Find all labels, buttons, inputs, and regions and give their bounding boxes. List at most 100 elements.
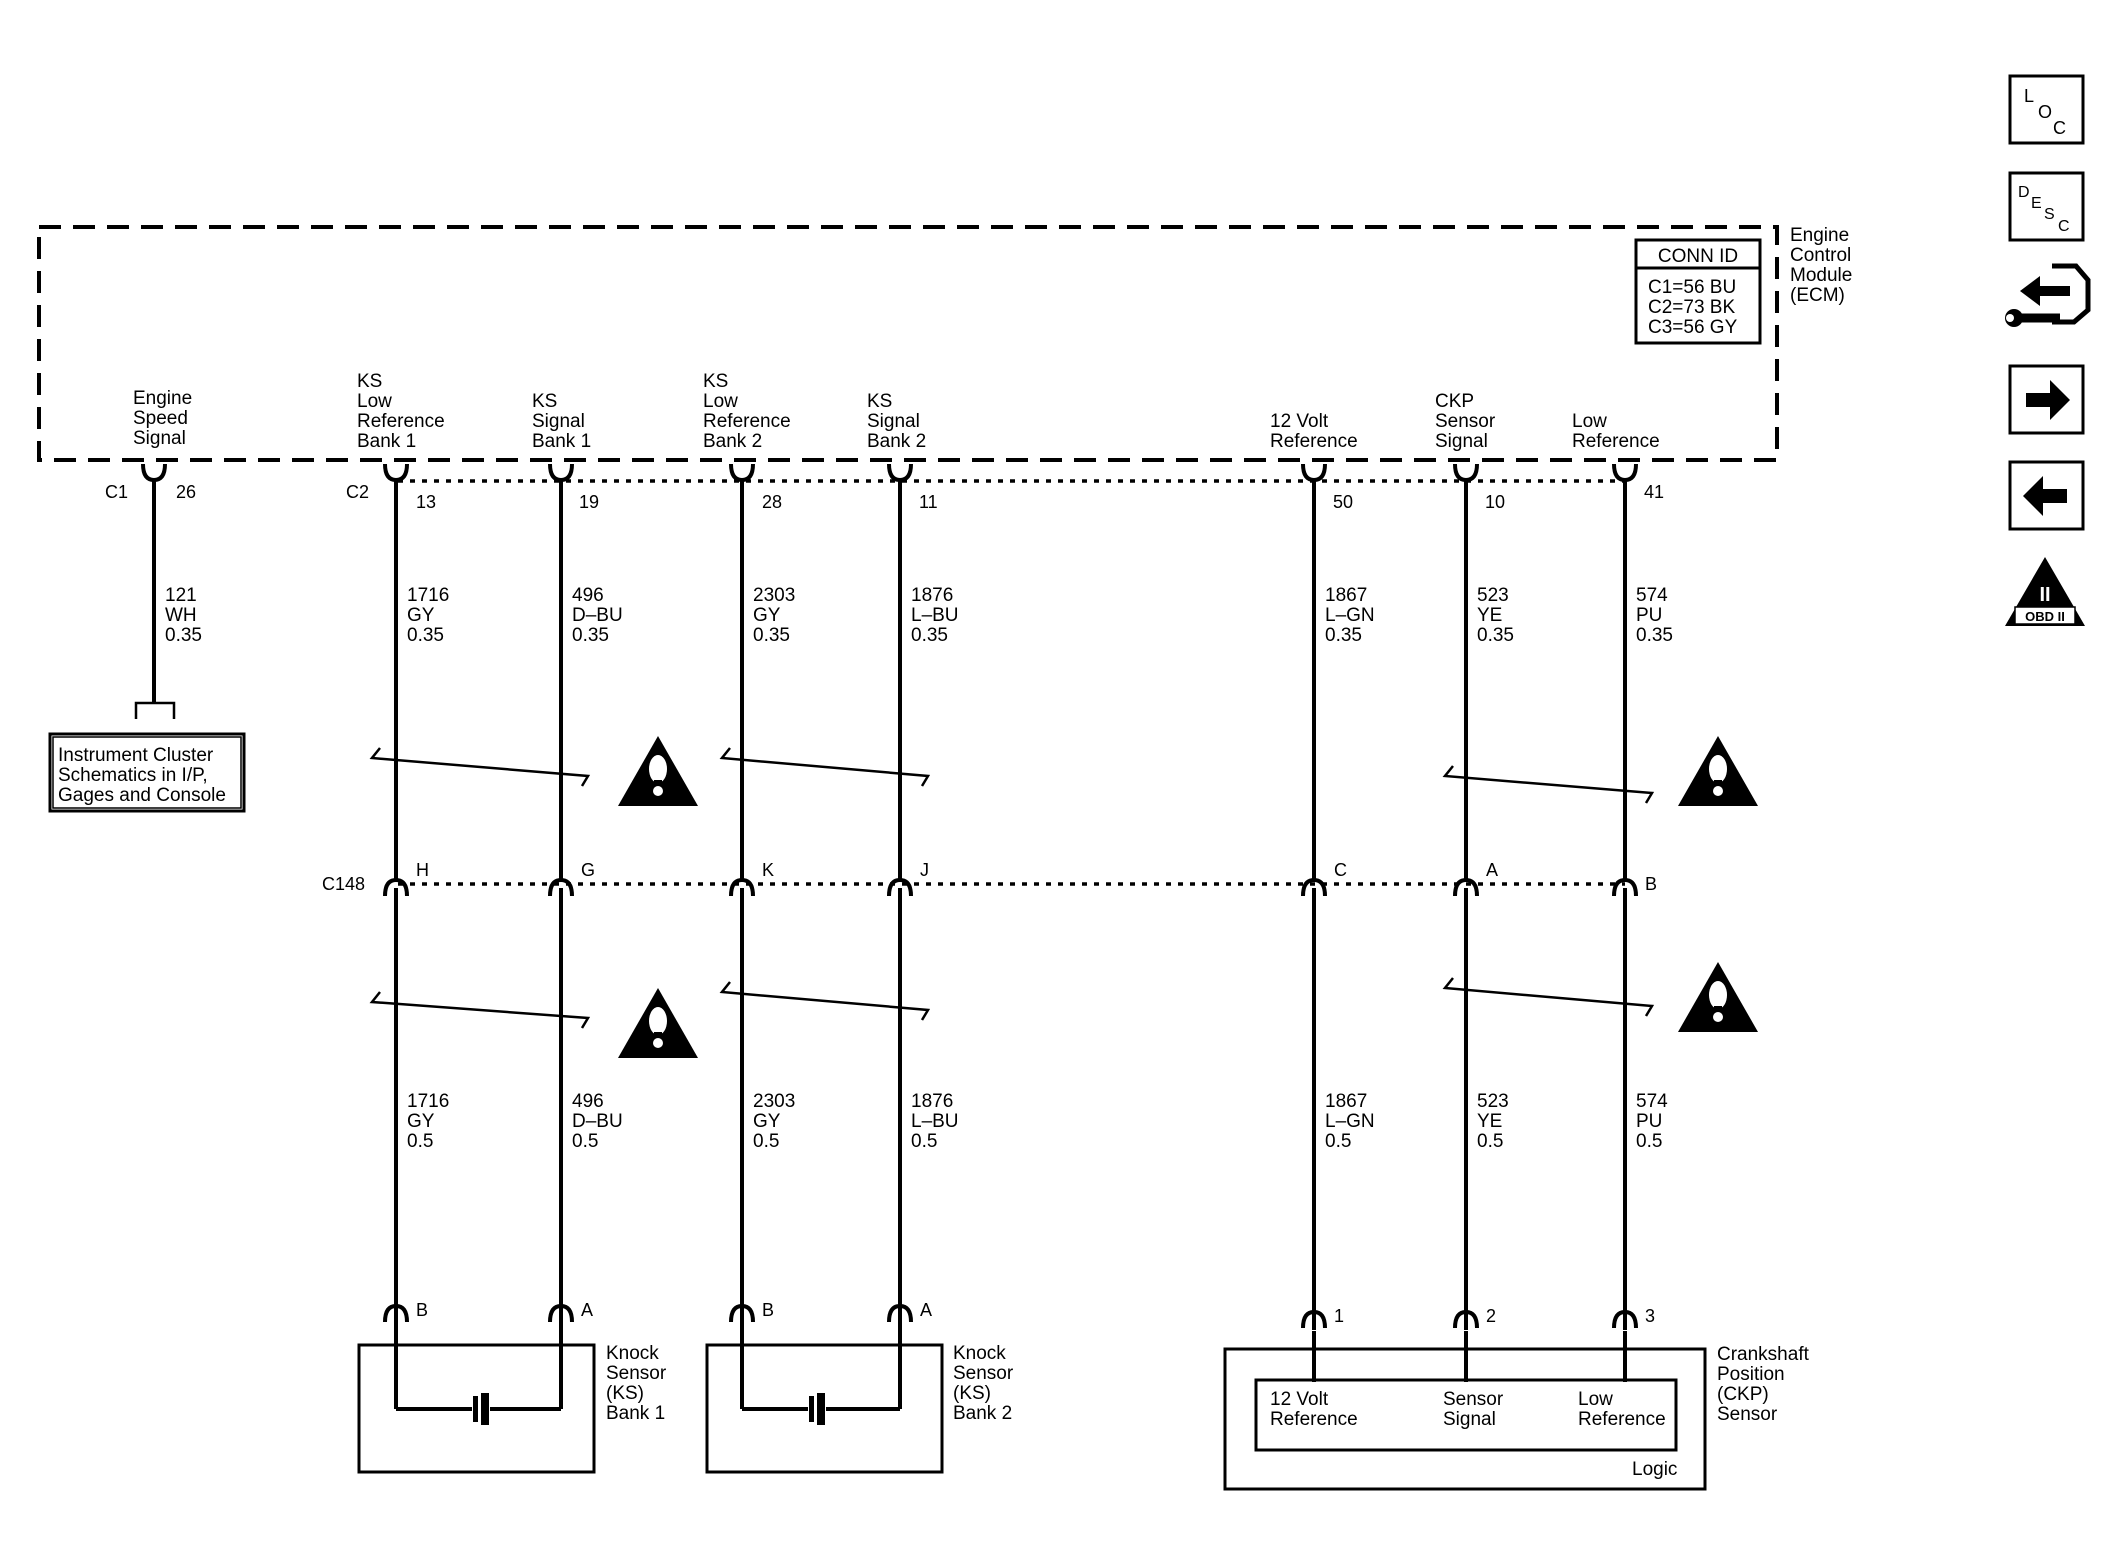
sensor-terminals xyxy=(383,1303,1638,1329)
ecm-pin-labels: Engine Speed Signal KS Low Reference Ban… xyxy=(133,371,1660,452)
svg-text:C2: C2 xyxy=(346,482,369,502)
svg-text:GY: GY xyxy=(407,605,435,626)
svg-text:G: G xyxy=(581,860,595,880)
wires xyxy=(152,478,1627,1330)
next-arrow-icon[interactable] xyxy=(2008,364,2085,435)
svg-text:C1=56 BU: C1=56 BU xyxy=(1648,277,1736,298)
svg-text:(KS): (KS) xyxy=(606,1383,644,1404)
c148-labels: C148 H G K J C A B xyxy=(322,860,1657,894)
ecm-pin-numbers: C1 C2 26 13 19 28 11 50 10 41 xyxy=(105,482,1664,512)
svg-text:0.5: 0.5 xyxy=(572,1131,598,1152)
svg-text:(KS): (KS) xyxy=(953,1383,991,1404)
svg-text:C: C xyxy=(1334,860,1347,880)
svg-text:2303: 2303 xyxy=(753,1091,795,1112)
svg-text:10: 10 xyxy=(1485,492,1505,512)
upper-wire-labels: 121 WH 0.35 1716 GY 0.35 496 D–BU 0.35 2… xyxy=(165,585,1673,646)
svg-text:C3=56 GY: C3=56 GY xyxy=(1648,317,1738,338)
svg-text:Crankshaft: Crankshaft xyxy=(1717,1344,1810,1365)
svg-text:GY: GY xyxy=(753,1111,781,1132)
knock-sensor-bank-2 xyxy=(705,1325,944,1474)
svg-text:B: B xyxy=(416,1300,428,1320)
svg-text:Schematics in I/P,: Schematics in I/P, xyxy=(58,765,208,786)
svg-text:1867: 1867 xyxy=(1325,1091,1367,1112)
svg-text:496: 496 xyxy=(572,585,604,606)
svg-text:Sensor: Sensor xyxy=(953,1363,1014,1384)
svg-text:523: 523 xyxy=(1477,585,1509,606)
svg-text:1867: 1867 xyxy=(1325,585,1367,606)
svg-text:Low: Low xyxy=(357,391,392,412)
previous-arrow-icon[interactable] xyxy=(2008,460,2085,531)
svg-text:Signal: Signal xyxy=(532,411,585,432)
svg-text:OBD II: OBD II xyxy=(2025,609,2065,624)
svg-text:19: 19 xyxy=(579,492,599,512)
twisted-pair-symbols xyxy=(369,747,1655,1029)
svg-text:KS: KS xyxy=(357,371,382,392)
svg-text:PU: PU xyxy=(1636,605,1662,626)
warning-icon xyxy=(1678,736,1758,806)
svg-text:O: O xyxy=(2038,102,2052,122)
svg-text:Reference: Reference xyxy=(357,411,445,432)
svg-text:574: 574 xyxy=(1636,585,1668,606)
svg-text:Signal: Signal xyxy=(1435,431,1488,452)
svg-text:Bank 1: Bank 1 xyxy=(357,431,416,452)
svg-text:L–BU: L–BU xyxy=(911,605,959,626)
warning-icon xyxy=(618,988,698,1058)
svg-text:0.5: 0.5 xyxy=(1636,1131,1662,1152)
ckp-sensor xyxy=(1223,1331,1707,1491)
svg-text:A: A xyxy=(581,1300,593,1320)
svg-text:J: J xyxy=(920,860,929,880)
svg-text:Bank 2: Bank 2 xyxy=(953,1403,1012,1424)
svg-text:C: C xyxy=(2058,218,2070,235)
sensor-pin-labels: B A B A 1 2 3 xyxy=(416,1300,1655,1326)
svg-text:Engine: Engine xyxy=(133,388,192,409)
svg-text:Knock: Knock xyxy=(606,1343,659,1364)
obd-ii-icon[interactable]: II OBD II xyxy=(2005,557,2085,626)
svg-text:S: S xyxy=(2044,206,2055,223)
svg-text:Reference: Reference xyxy=(1572,431,1660,452)
svg-text:Bank 2: Bank 2 xyxy=(867,431,926,452)
desc-icon[interactable]: D E S C xyxy=(2008,171,2085,242)
svg-text:A: A xyxy=(920,1300,932,1320)
svg-text:11: 11 xyxy=(919,492,938,512)
svg-text:0.5: 0.5 xyxy=(407,1131,433,1152)
svg-text:1716: 1716 xyxy=(407,1091,449,1112)
svg-text:2303: 2303 xyxy=(753,585,795,606)
svg-text:1876: 1876 xyxy=(911,1091,953,1112)
svg-text:II: II xyxy=(2039,584,2050,606)
connector-wrench-icon[interactable] xyxy=(2005,263,2091,327)
svg-text:12 Volt: 12 Volt xyxy=(1270,411,1329,432)
svg-text:WH: WH xyxy=(165,605,197,626)
svg-text:B: B xyxy=(762,1300,774,1320)
svg-text:YE: YE xyxy=(1477,605,1502,626)
svg-text:Speed: Speed xyxy=(133,408,188,429)
svg-text:12 Volt: 12 Volt xyxy=(1270,1389,1329,1410)
ckp-sensor-label: Crankshaft Position (CKP) Sensor xyxy=(1717,1344,1810,1425)
knock-sensor-bank-2-label: Knock Sensor (KS) Bank 2 xyxy=(953,1343,1014,1424)
svg-text:Bank 1: Bank 1 xyxy=(532,431,591,452)
svg-text:Position: Position xyxy=(1717,1364,1785,1385)
svg-text:(ECM): (ECM) xyxy=(1790,285,1845,306)
svg-text:H: H xyxy=(416,860,429,880)
svg-text:Logic: Logic xyxy=(1632,1459,1677,1480)
ecm-name: Engine Control Module (ECM) xyxy=(1790,225,1852,306)
svg-text:Control: Control xyxy=(1790,245,1851,266)
svg-text:Low: Low xyxy=(1578,1389,1613,1410)
svg-text:(CKP): (CKP) xyxy=(1717,1384,1769,1405)
svg-text:Reference: Reference xyxy=(1578,1409,1666,1430)
svg-text:Sensor: Sensor xyxy=(1717,1404,1778,1425)
svg-text:496: 496 xyxy=(572,1091,604,1112)
loc-icon[interactable]: L O C xyxy=(2008,74,2085,145)
conn-id-box: CONN ID C1=56 BU C2=73 BK C3=56 GY xyxy=(1634,238,1762,345)
svg-text:50: 50 xyxy=(1333,492,1353,512)
svg-text:523: 523 xyxy=(1477,1091,1509,1112)
svg-text:D: D xyxy=(2018,184,2030,201)
instrument-cluster-reference: Instrument Cluster Schematics in I/P, Ga… xyxy=(48,701,246,813)
svg-text:0.35: 0.35 xyxy=(407,625,444,646)
svg-text:Module: Module xyxy=(1790,265,1852,286)
svg-text:C: C xyxy=(2053,118,2066,138)
svg-text:41: 41 xyxy=(1644,482,1664,502)
svg-text:B: B xyxy=(1645,874,1657,894)
svg-text:0.35: 0.35 xyxy=(911,625,948,646)
svg-text:0.5: 0.5 xyxy=(1325,1131,1351,1152)
